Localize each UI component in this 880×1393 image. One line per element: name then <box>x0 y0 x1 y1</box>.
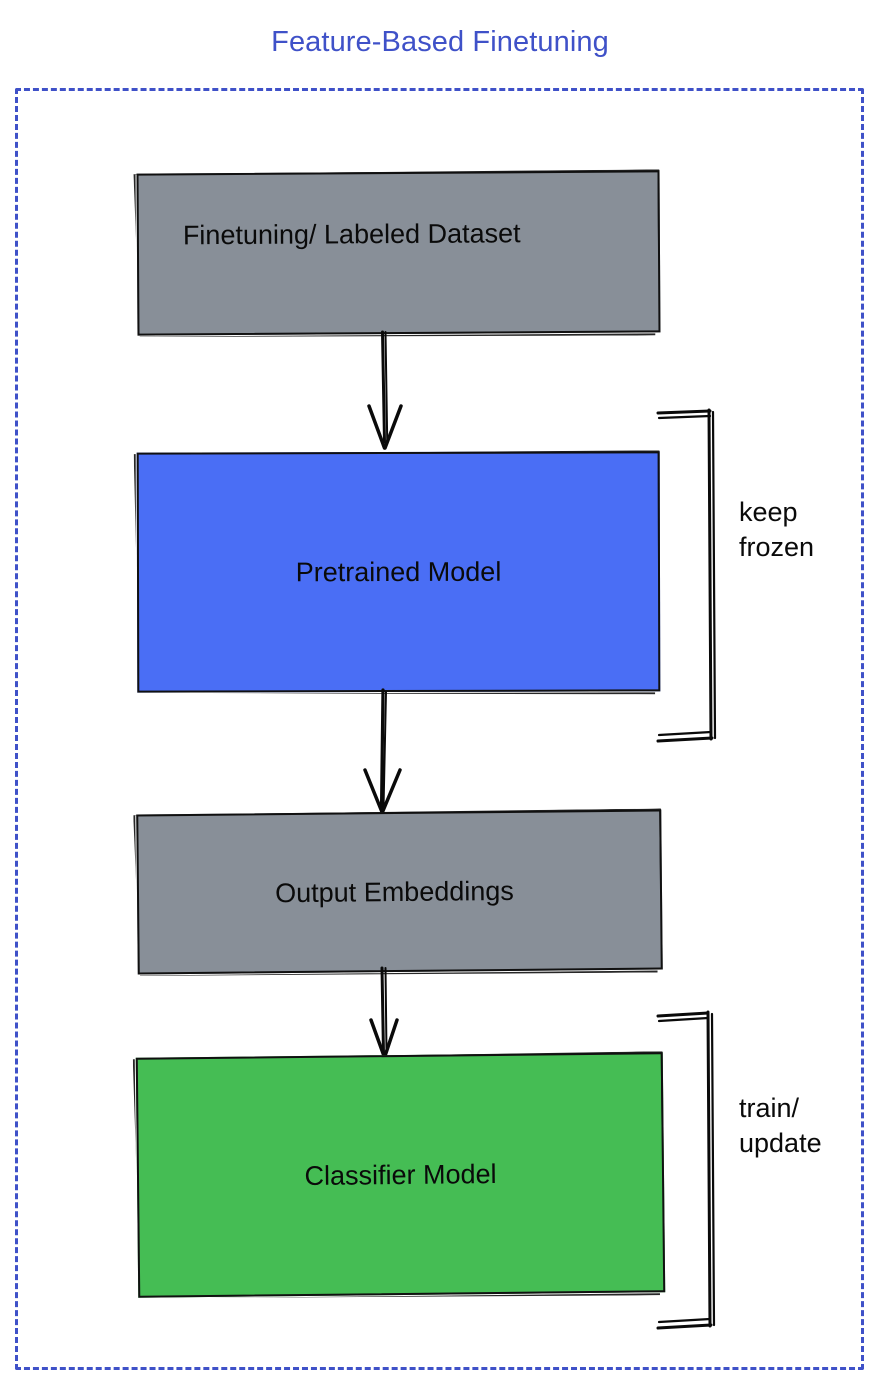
node-pretrained-model[interactable]: Pretrained Model <box>136 451 661 693</box>
node-label-embeddings: Output Embeddings <box>275 875 514 909</box>
node-label-pretrained: Pretrained Model <box>295 556 502 588</box>
page-title: Feature-Based Finetuning <box>271 26 609 58</box>
annotation-keep-frozen: keep frozen <box>739 497 815 562</box>
node-label-classifier: Classifier Model <box>304 1158 497 1192</box>
node-output-embeddings[interactable]: Output Embeddings <box>136 809 663 975</box>
node-finetuning-labeled-dataset[interactable]: Finetuning/ Labeled Dataset <box>136 170 661 336</box>
annotation-train-update: train/ update <box>739 1093 822 1158</box>
node-label-dataset: Finetuning/ Labeled Dataset <box>182 218 521 251</box>
diagram-dashed-frame <box>15 88 864 1370</box>
node-classifier-model[interactable]: Classifier Model <box>135 1052 666 1298</box>
